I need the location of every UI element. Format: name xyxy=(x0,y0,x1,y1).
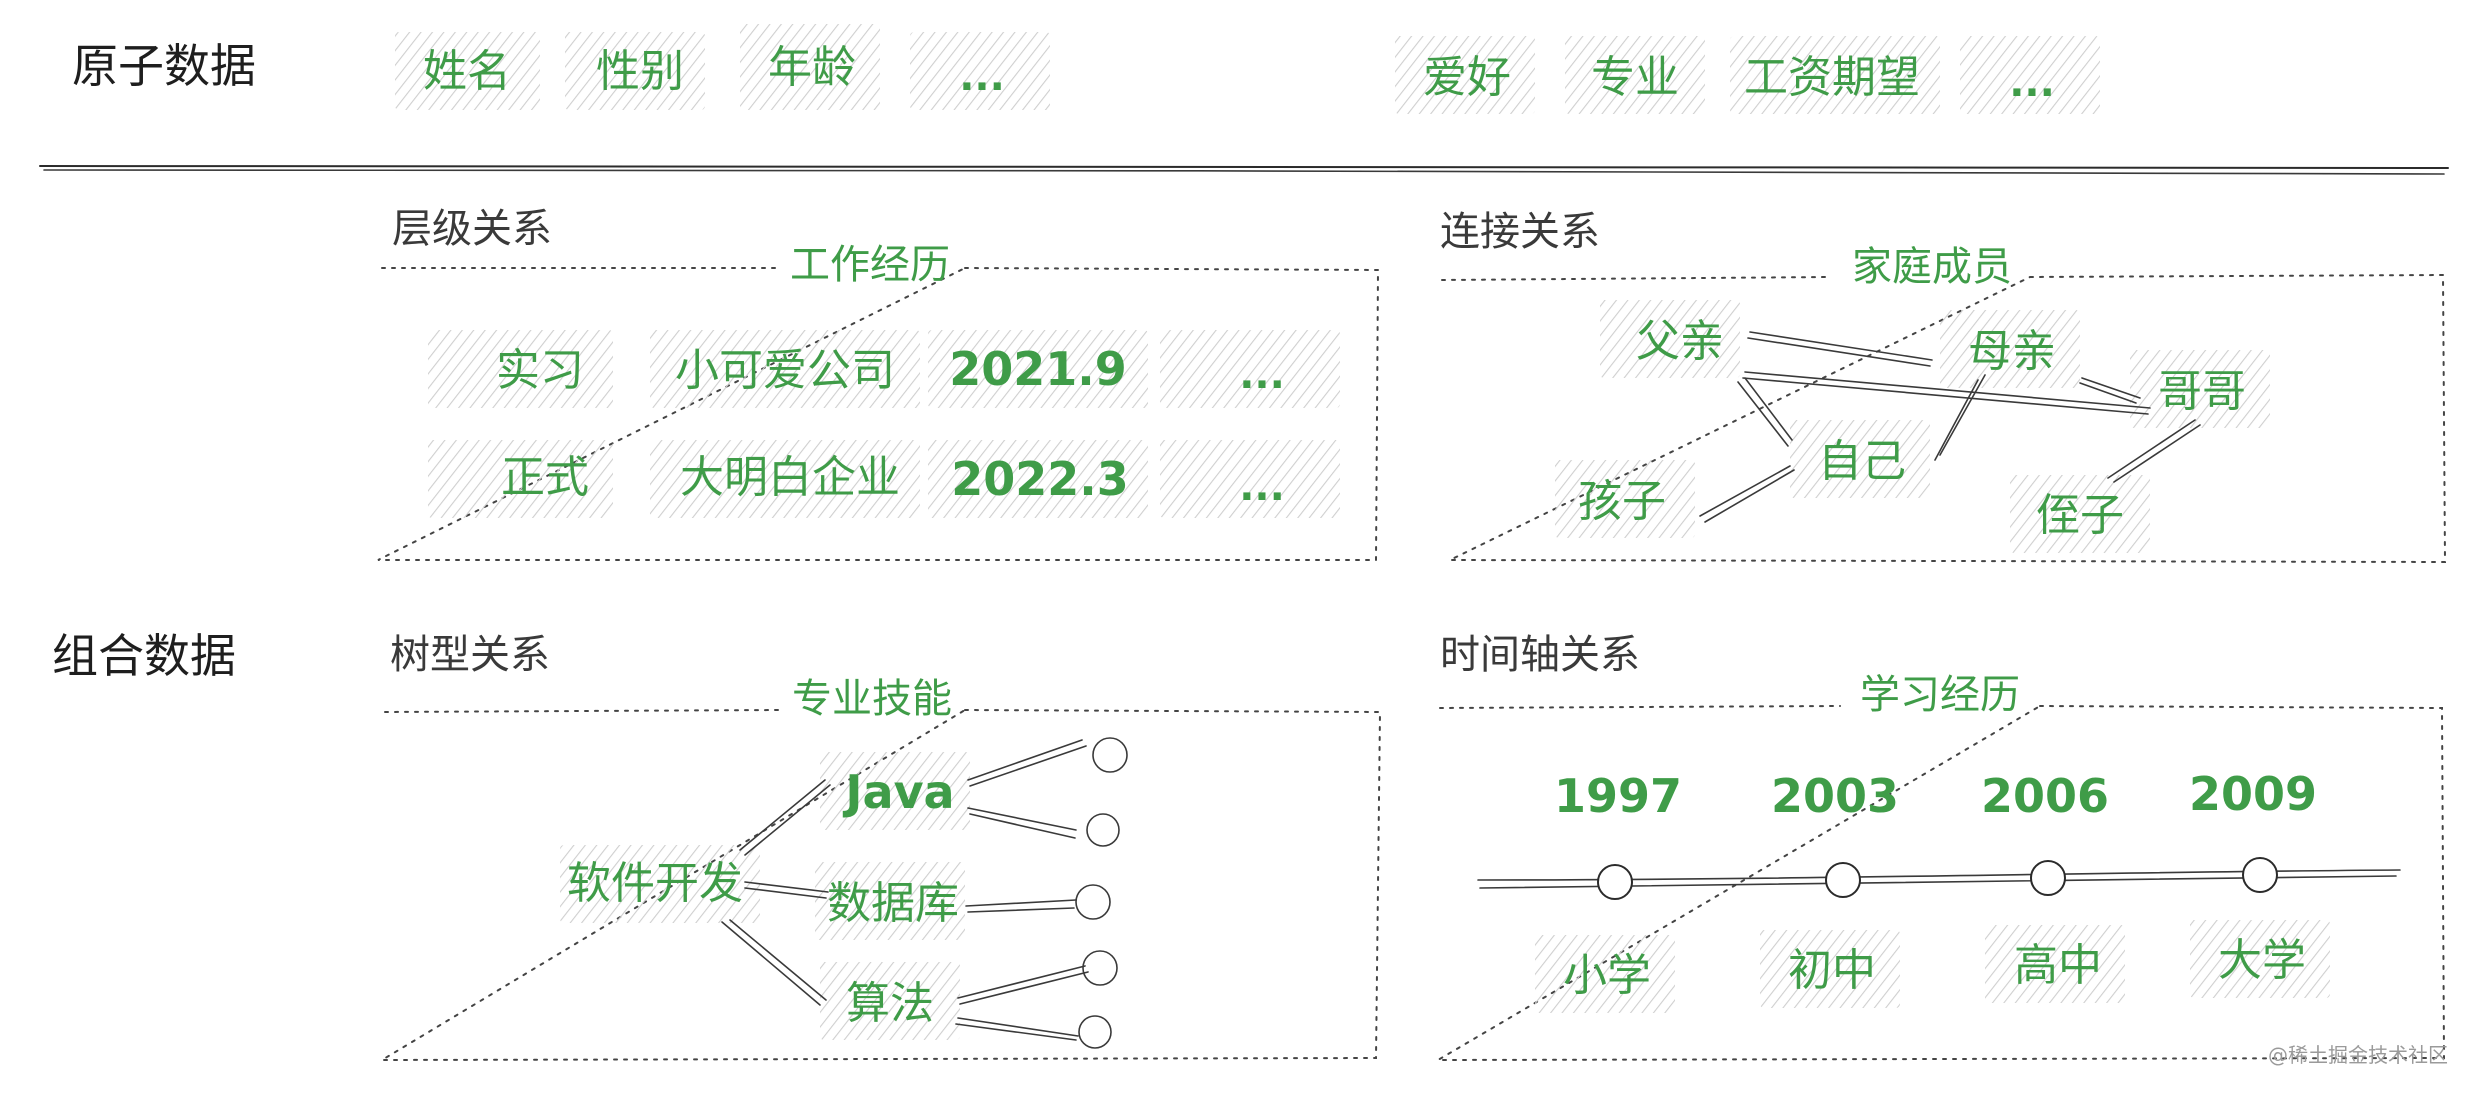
hatch-box xyxy=(910,32,1050,110)
tree-root: 软件开发 xyxy=(567,858,743,909)
hatch-box xyxy=(1760,930,1900,1008)
hatch-box xyxy=(820,962,960,1040)
atomic-item-hobby: 爱好 xyxy=(1423,52,1511,103)
atomic-item-gender: 性别 xyxy=(596,46,684,97)
timeline-point xyxy=(1825,862,1861,898)
leaf-node xyxy=(1075,884,1111,920)
hatch-box xyxy=(1730,36,1940,114)
stage-primary: 小学 xyxy=(1563,950,1651,1001)
hatch-box xyxy=(928,330,1148,408)
hatch-box xyxy=(1940,310,2080,388)
hatch-box xyxy=(1160,440,1340,518)
year-2006: 2006 xyxy=(1981,769,2109,823)
year-2003: 2003 xyxy=(1771,769,1899,823)
composite-data-label: 组合数据 xyxy=(52,629,236,683)
watermark: @稀土掘金技术社区 xyxy=(2268,1043,2448,1067)
hatch-box xyxy=(395,32,540,110)
hierarchy-title: 层级关系 xyxy=(392,206,552,252)
hatch-box xyxy=(565,32,705,110)
stage-university: 大学 xyxy=(2218,935,2306,986)
hierarchy-row2-company: 大明白企业 xyxy=(680,452,900,503)
atomic-item-age: 年龄 xyxy=(768,42,856,93)
leaf-node xyxy=(1082,950,1118,986)
hatch-box xyxy=(1535,935,1675,1013)
node-nephew: 侄子 xyxy=(2036,490,2124,541)
node-father: 父亲 xyxy=(1636,316,1724,367)
node-brother: 哥哥 xyxy=(2158,366,2246,417)
hierarchy-box-title: 工作经历 xyxy=(790,242,950,288)
hierarchy-row1-date: 2021.9 xyxy=(949,342,1127,396)
tree-box-title: 专业技能 xyxy=(792,676,952,722)
connection-title: 连接关系 xyxy=(1440,209,1600,255)
timeline-points xyxy=(1597,857,2278,900)
tree-leaf-nodes xyxy=(1075,737,1128,1049)
hatch-box xyxy=(560,845,760,923)
hatch-box xyxy=(1160,330,1340,408)
timeline-point xyxy=(2030,860,2066,896)
hierarchy-row2-type: 正式 xyxy=(501,452,589,503)
atomic-item-more: ... xyxy=(959,54,1005,100)
hatch-box xyxy=(1960,36,2100,114)
hatch-box xyxy=(928,440,1148,518)
leaf-node xyxy=(1086,813,1120,847)
section-separator xyxy=(39,164,2449,175)
hatch-box xyxy=(2130,350,2270,428)
connection-panel: 连接关系 家庭成员 父亲 母亲 哥哥 自己 孩子 侄子 xyxy=(1440,209,2447,564)
node-child: 孩子 xyxy=(1578,476,1666,527)
hatch-box xyxy=(428,440,613,518)
hatch-box xyxy=(650,330,920,408)
node-mother: 母亲 xyxy=(1968,326,2056,377)
connection-edges xyxy=(1699,331,2201,523)
stage-senior: 高中 xyxy=(2014,940,2102,991)
atomic-left-group: 姓名 性别 年龄 ... xyxy=(395,24,1050,110)
leaf-node xyxy=(1078,1015,1112,1049)
hatch-box xyxy=(1600,300,1740,378)
tree-panel: 树型关系 专业技能 软件开发 Java 数据库 算法 xyxy=(378,632,1382,1062)
hatch-box xyxy=(2010,475,2150,553)
hatch-box xyxy=(740,24,880,110)
tree-title: 树型关系 xyxy=(390,632,550,678)
hierarchy-panel: 层级关系 工作经历 实习 小可爱公司 2021.9 ... 正式 大明白企业 2… xyxy=(377,206,1380,561)
atomic-right-group: 爱好 专业 工资期望 ... xyxy=(1395,36,2100,114)
timeline-point xyxy=(2242,857,2278,893)
atomic-item-more-right: ... xyxy=(2009,60,2055,106)
hatch-box xyxy=(650,440,920,518)
year-1997: 1997 xyxy=(1554,769,1682,823)
timeline-title: 时间轴关系 xyxy=(1440,632,1640,678)
hatch-box xyxy=(1395,36,1535,114)
tree-child-algorithm: 算法 xyxy=(846,978,934,1029)
hatch-box xyxy=(820,752,970,830)
year-2009: 2009 xyxy=(2189,767,2317,821)
atomic-item-salary: 工资期望 xyxy=(1744,52,1920,103)
hierarchy-row2-more: ... xyxy=(1239,464,1285,510)
hatch-box xyxy=(428,330,613,408)
leaf-node xyxy=(1092,737,1128,773)
tree-edges xyxy=(721,739,1089,1041)
hatch-box xyxy=(1555,460,1695,538)
tree-child-database: 数据库 xyxy=(827,878,959,929)
hatch-box xyxy=(815,862,965,940)
atomic-item-major: 专业 xyxy=(1591,52,1679,103)
atomic-data-label: 原子数据 xyxy=(72,39,256,93)
connection-box-title: 家庭成员 xyxy=(1852,244,2012,290)
tree-child-java: Java xyxy=(842,765,954,819)
timeline-point xyxy=(1597,864,1633,900)
timeline-panel: 时间轴关系 学习经历 1997 2003 2006 2009 小学 初中 高中 … xyxy=(1434,632,2446,1062)
stage-junior: 初中 xyxy=(1788,945,1876,996)
hierarchy-row1-more: ... xyxy=(1239,352,1285,398)
hatch-box xyxy=(1985,925,2125,1003)
hierarchy-row2-date: 2022.3 xyxy=(951,452,1129,506)
hierarchy-row1-type: 实习 xyxy=(496,345,584,396)
atomic-item-name: 姓名 xyxy=(423,46,511,97)
node-self: 自己 xyxy=(1818,436,1906,487)
timeline-box-title: 学习经历 xyxy=(1860,672,2020,718)
hierarchy-row1-company: 小可爱公司 xyxy=(675,345,895,396)
hatch-box xyxy=(2190,920,2330,998)
hatch-box xyxy=(1790,420,1930,498)
hatch-box xyxy=(1565,36,1705,114)
